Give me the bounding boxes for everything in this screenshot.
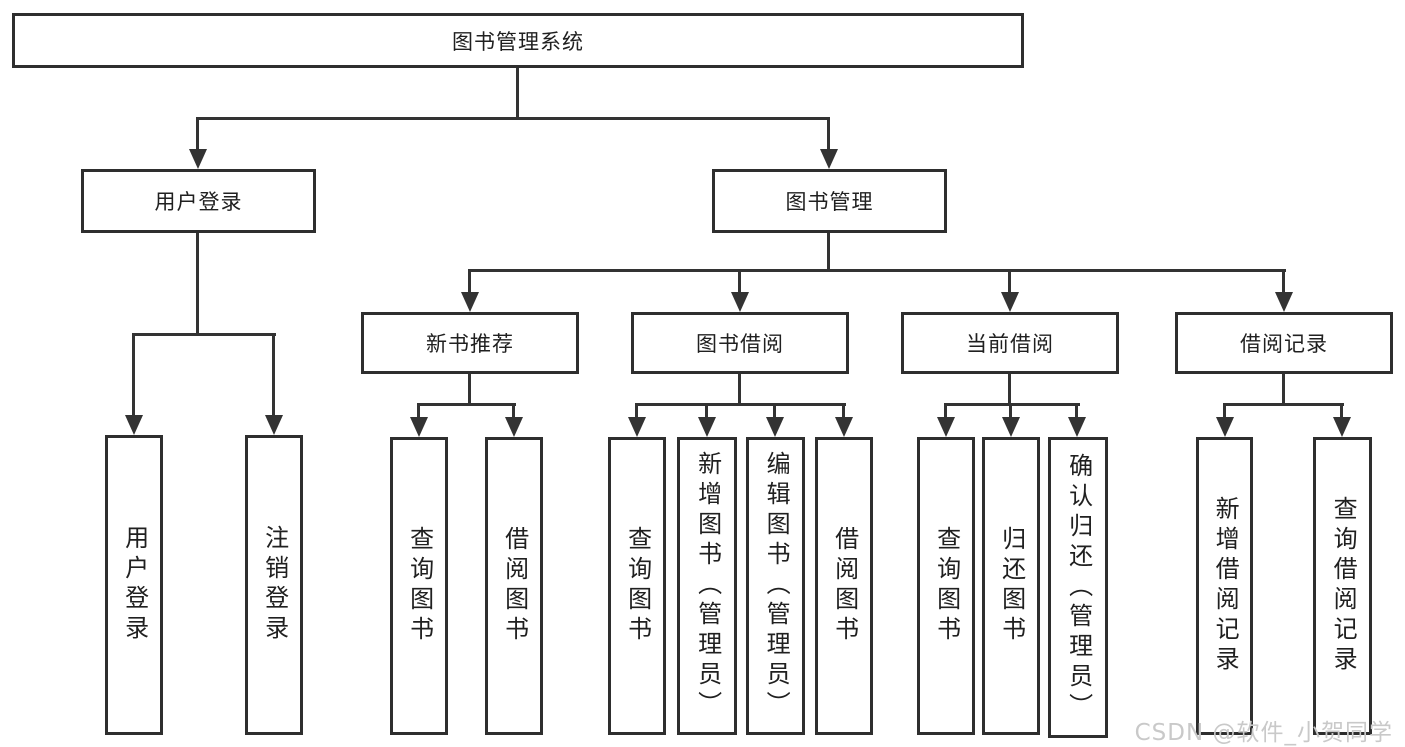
connector-line xyxy=(1223,403,1226,419)
connector-line xyxy=(468,374,471,405)
leaf-current-query: 查询图书 xyxy=(917,437,975,735)
watermark: CSDN @软件_小贺同学 xyxy=(1134,720,1393,746)
leaf-current-return: 归还图书 xyxy=(982,437,1040,735)
connector-line xyxy=(272,333,275,417)
node-new-book-recommend: 新书推荐 xyxy=(361,312,579,374)
leaf-newbook-query: 查询图书 xyxy=(390,437,448,735)
connector-line xyxy=(516,68,519,119)
connector-arrow xyxy=(461,292,479,312)
leaf-current-confirm-admin: 确认归还（管理员） xyxy=(1048,437,1108,738)
connector-line xyxy=(944,403,1080,406)
node-book-management: 图书管理 xyxy=(712,169,947,233)
node-borrow-records: 借阅记录 xyxy=(1175,312,1393,374)
connector-line xyxy=(512,403,515,419)
connector-line xyxy=(842,403,845,419)
connector-arrow xyxy=(189,149,207,169)
connector-line xyxy=(417,403,516,406)
connector-line xyxy=(827,117,830,151)
connector-line xyxy=(635,403,846,406)
leaf-records-add: 新增借阅记录 xyxy=(1196,437,1253,735)
connector-line xyxy=(738,269,741,294)
leaf-borrow-borrow: 借阅图书 xyxy=(815,437,873,735)
connector-arrow xyxy=(1333,417,1351,437)
connector-line xyxy=(1282,374,1285,405)
connector-arrow xyxy=(1275,292,1293,312)
leaf-borrow-add-admin: 新增图书（管理员） xyxy=(677,437,737,735)
connector-line xyxy=(468,269,471,294)
node-root: 图书管理系统 xyxy=(12,13,1024,68)
connector-line xyxy=(196,117,199,151)
connector-line xyxy=(1223,403,1344,406)
connector-arrow xyxy=(1068,417,1086,437)
leaf-borrow-query: 查询图书 xyxy=(608,437,666,735)
connector-arrow xyxy=(1002,417,1020,437)
connector-arrow xyxy=(820,149,838,169)
connector-arrow xyxy=(698,417,716,437)
connector-line xyxy=(738,374,741,405)
connector-line xyxy=(132,333,276,336)
connector-line xyxy=(132,333,135,417)
connector-line xyxy=(944,403,947,419)
connector-line xyxy=(1282,269,1285,294)
leaf-newbook-borrow: 借阅图书 xyxy=(485,437,543,735)
leaf-logout: 注销登录 xyxy=(245,435,303,735)
connector-arrow xyxy=(125,415,143,435)
connector-arrow xyxy=(410,417,428,437)
node-current-borrow: 当前借阅 xyxy=(901,312,1119,374)
connector-line xyxy=(1008,269,1011,294)
leaf-user-login: 用户登录 xyxy=(105,435,163,735)
connector-arrow xyxy=(265,415,283,435)
leaf-records-query: 查询借阅记录 xyxy=(1313,437,1372,735)
connector-line xyxy=(705,403,708,419)
connector-line xyxy=(635,403,638,419)
connector-line xyxy=(1075,403,1078,419)
connector-line xyxy=(827,233,830,271)
connector-line xyxy=(196,233,199,335)
connector-arrow xyxy=(505,417,523,437)
connector-arrow xyxy=(766,417,784,437)
connector-arrow xyxy=(1216,417,1234,437)
connector-arrow xyxy=(937,417,955,437)
connector-line xyxy=(1340,403,1343,419)
connector-arrow xyxy=(835,417,853,437)
leaf-borrow-edit-admin: 编辑图书（管理员） xyxy=(746,437,805,735)
connector-line xyxy=(468,269,1286,272)
connector-line xyxy=(1008,374,1011,405)
connector-arrow xyxy=(628,417,646,437)
connector-line xyxy=(773,403,776,419)
connector-arrow xyxy=(731,292,749,312)
node-user-login: 用户登录 xyxy=(81,169,316,233)
node-book-borrow: 图书借阅 xyxy=(631,312,849,374)
connector-line xyxy=(417,403,420,419)
connector-line xyxy=(196,117,830,120)
connector-line xyxy=(1009,403,1012,419)
connector-arrow xyxy=(1001,292,1019,312)
